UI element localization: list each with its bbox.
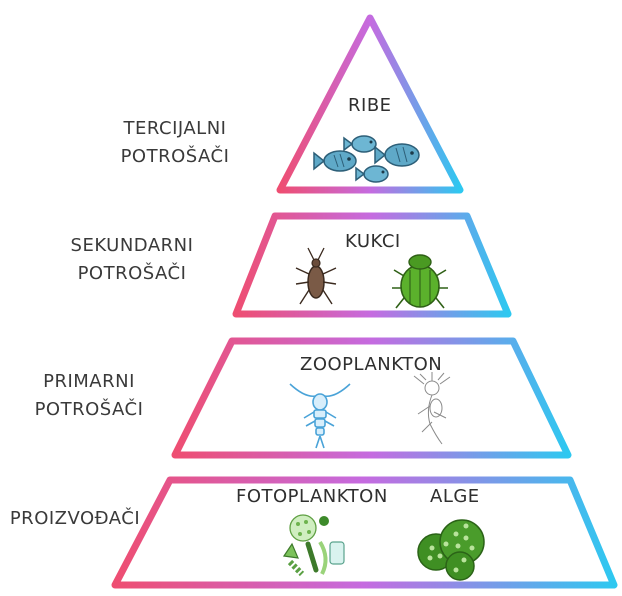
tier-item-kukci: KUKCI [345,231,401,252]
fish-icon [314,151,356,171]
green-beetle-icon [392,255,448,308]
tier-item-ribe: RIBE [348,95,392,116]
tier-item-zooplankton: ZOOPLANKTON [300,354,442,375]
level-label-producers: PROIZVOĐAČI [0,505,150,533]
fish-icon [356,166,388,182]
level-label-primary: PRIMARNI POTROŠAČI [24,368,154,424]
level-label-tertiary: TERCIJALNI POTROŠAČI [110,115,240,171]
green-algae-colony-icon [418,520,484,580]
level-label-secondary: SEKUNDARNI POTROŠAČI [62,232,202,288]
fish-icon [344,136,376,152]
phytoplankton-cluster-icon [284,515,344,574]
copepod-icon [290,384,350,448]
tier-item-fotoplankton: FOTOPLANKTON [236,486,388,507]
tier-item-alge: ALGE [430,486,480,507]
fish-icon [375,144,419,166]
shield-bug-icon [296,248,336,304]
zooplankton-sketch-icon [414,372,450,444]
